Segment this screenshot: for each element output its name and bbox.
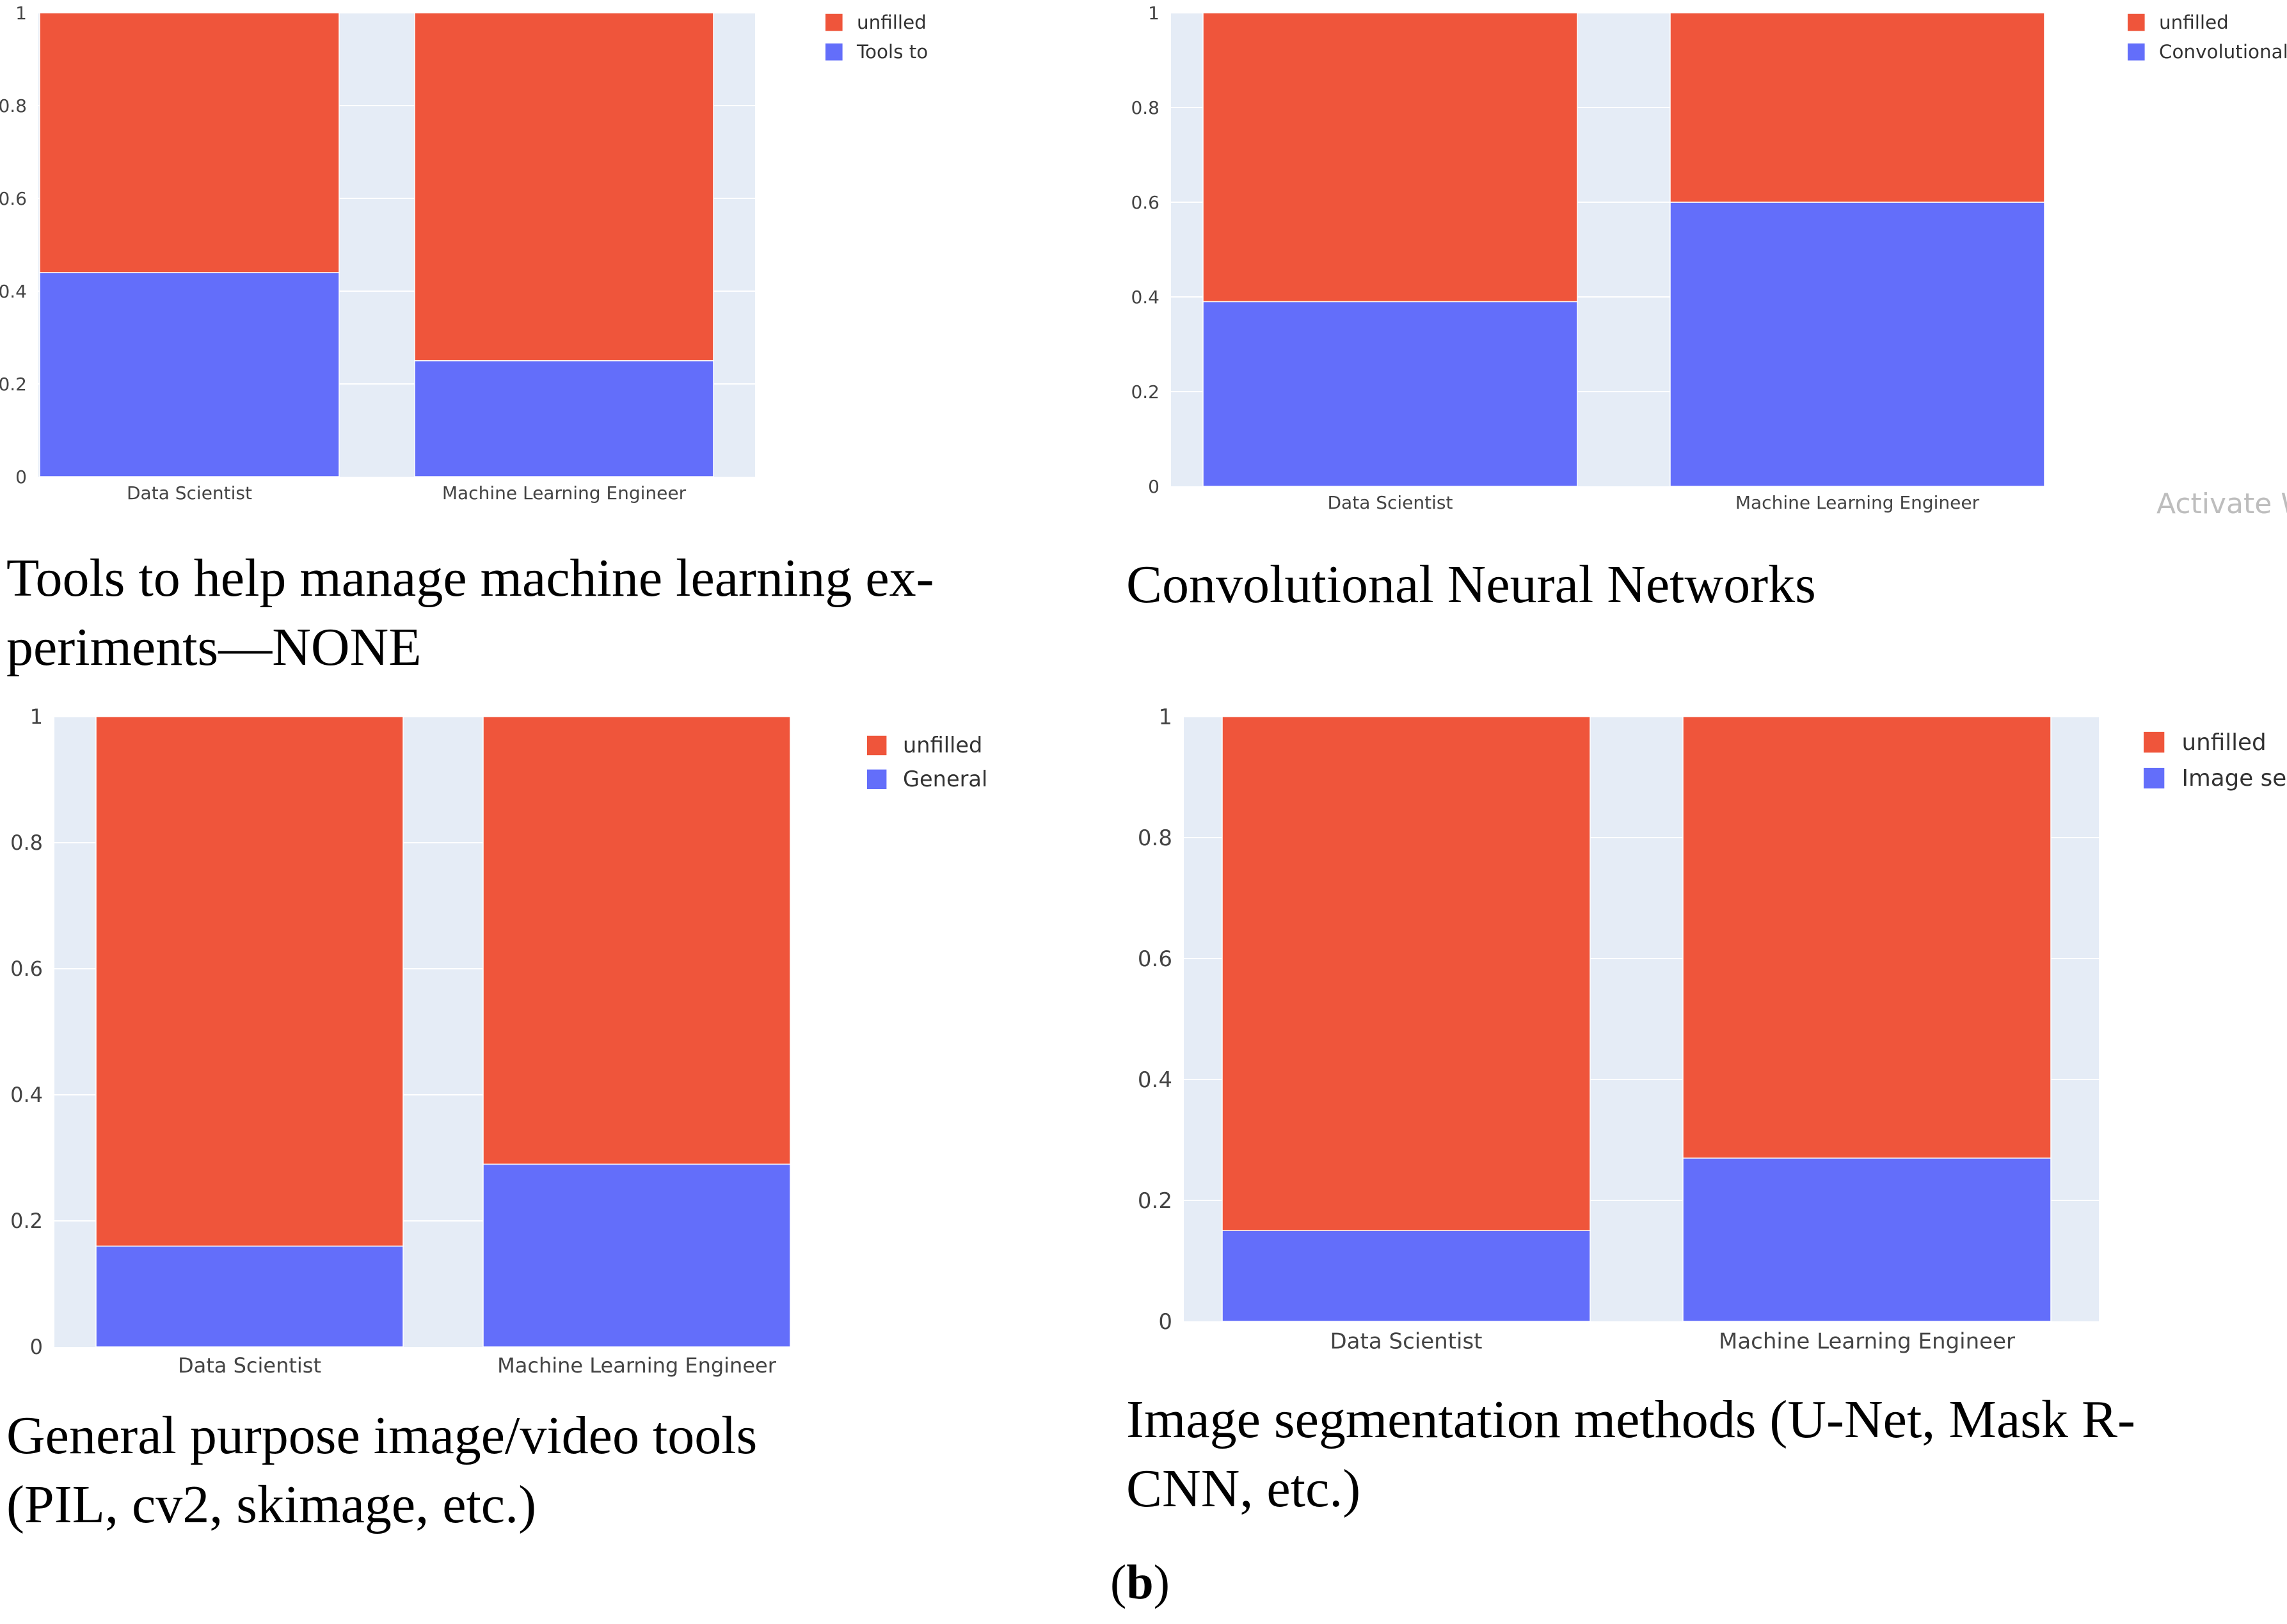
chart-caption: Tools to help manage machine learning ex… xyxy=(6,544,1069,682)
legend-swatch[interactable] xyxy=(2144,731,2165,753)
bar-segment-unfilled xyxy=(1682,716,2052,1159)
legend-swatch[interactable] xyxy=(2128,13,2145,31)
y-tick-label: 0.4 xyxy=(1138,1067,1172,1093)
legend-entry-label[interactable]: unfilled xyxy=(2182,729,2267,756)
caption-line: periments—NONE xyxy=(6,617,422,677)
bar-segment-selected xyxy=(1682,1158,2052,1322)
caption-line: CNN, etc.) xyxy=(1126,1459,1361,1518)
legend-entry-label[interactable]: Tools to xyxy=(856,41,928,63)
y-tick-label: 0.2 xyxy=(1131,381,1159,402)
y-tick-label: 0.6 xyxy=(10,957,43,981)
y-tick-label: 0.8 xyxy=(1131,97,1159,118)
legend-swatch[interactable] xyxy=(825,43,843,61)
bar-segment-unfilled xyxy=(39,12,340,273)
caption-line: Tools to help manage machine learning ex… xyxy=(6,548,934,608)
x-tick-label: Data Scientist xyxy=(127,482,252,504)
legend-entry-label[interactable]: Convolutional xyxy=(2159,41,2287,63)
y-tick-label: 0.2 xyxy=(0,374,27,395)
legend-entry-label[interactable]: unfilled xyxy=(2159,12,2229,33)
y-tick-label: 0 xyxy=(30,1335,43,1359)
y-tick-label: 0.4 xyxy=(10,1083,43,1107)
caption-line: General purpose image/video tools xyxy=(6,1406,758,1465)
bar-segment-selected xyxy=(1669,202,2045,487)
x-tick-label: Machine Learning Engineer xyxy=(1735,492,1980,513)
y-tick-label: 0.8 xyxy=(1138,825,1172,851)
x-tick-label: Data Scientist xyxy=(1328,492,1453,513)
y-tick-label: 1 xyxy=(15,3,27,24)
y-tick-label: 1 xyxy=(30,705,43,729)
legend-swatch[interactable] xyxy=(2128,43,2145,61)
chart-caption: General purpose image/video tools (PIL, … xyxy=(6,1401,902,1540)
bar-segment-unfilled xyxy=(1222,716,1591,1231)
y-tick-label: 1 xyxy=(1148,3,1159,24)
y-tick-label: 0 xyxy=(15,466,27,488)
bar-segment-selected xyxy=(39,272,340,477)
bar-segment-unfilled xyxy=(414,12,714,362)
bar-segment-selected xyxy=(414,360,714,477)
chart-caption: Image segmentation methods (U-Net, Mask … xyxy=(1126,1385,2284,1524)
subfigure-label: (b) xyxy=(1110,1556,1170,1609)
legend-entry-label[interactable]: unfilled xyxy=(857,12,927,33)
activate-windows-watermark: Activate W xyxy=(2156,488,2287,520)
y-tick-label: 0 xyxy=(1148,476,1159,497)
x-tick-label: Data Scientist xyxy=(178,1353,321,1378)
y-tick-label: 0 xyxy=(1158,1309,1172,1335)
y-tick-label: 0.6 xyxy=(0,188,27,209)
x-tick-label: Machine Learning Engineer xyxy=(497,1353,777,1378)
bar-segment-selected xyxy=(1222,1230,1591,1322)
chart-caption: Convolutional Neural Networks xyxy=(1126,550,2278,619)
legend-swatch[interactable] xyxy=(867,769,887,789)
bar-segment-unfilled xyxy=(1669,12,2045,203)
bar-segment-selected xyxy=(482,1163,791,1348)
caption-line: (PIL, cv2, skimage, etc.) xyxy=(6,1475,537,1534)
x-tick-label: Data Scientist xyxy=(1330,1329,1483,1355)
bar-segment-unfilled xyxy=(1202,12,1578,303)
y-tick-label: 0.2 xyxy=(10,1209,43,1233)
legend-swatch[interactable] xyxy=(2144,767,2165,789)
bar-segment-selected xyxy=(95,1245,404,1348)
caption-line: Image segmentation methods (U-Net, Mask … xyxy=(1126,1390,2135,1449)
legend-entry-label[interactable]: unfilled xyxy=(903,733,982,758)
y-tick-label: 1 xyxy=(1158,705,1172,730)
bar-segment-unfilled xyxy=(95,716,404,1247)
bar-segment-unfilled xyxy=(482,716,791,1165)
y-tick-label: 0.6 xyxy=(1138,946,1172,972)
legend-entry-label[interactable]: Image se xyxy=(2182,765,2287,792)
caption-line: Convolutional Neural Networks xyxy=(1126,555,1816,614)
bar-segment-selected xyxy=(1202,301,1578,487)
y-tick-label: 0.4 xyxy=(0,281,27,302)
legend-swatch[interactable] xyxy=(825,13,843,31)
legend-entry-label[interactable]: General xyxy=(903,767,987,792)
y-tick-label: 0.8 xyxy=(0,95,27,116)
legend-swatch[interactable] xyxy=(867,735,887,756)
y-tick-label: 0.6 xyxy=(1131,192,1159,213)
x-tick-label: Machine Learning Engineer xyxy=(1719,1329,2015,1355)
y-tick-label: 0.2 xyxy=(1138,1188,1172,1214)
x-tick-label: Machine Learning Engineer xyxy=(442,482,687,504)
y-tick-label: 0.8 xyxy=(10,831,43,855)
y-tick-label: 0.4 xyxy=(1131,287,1159,308)
